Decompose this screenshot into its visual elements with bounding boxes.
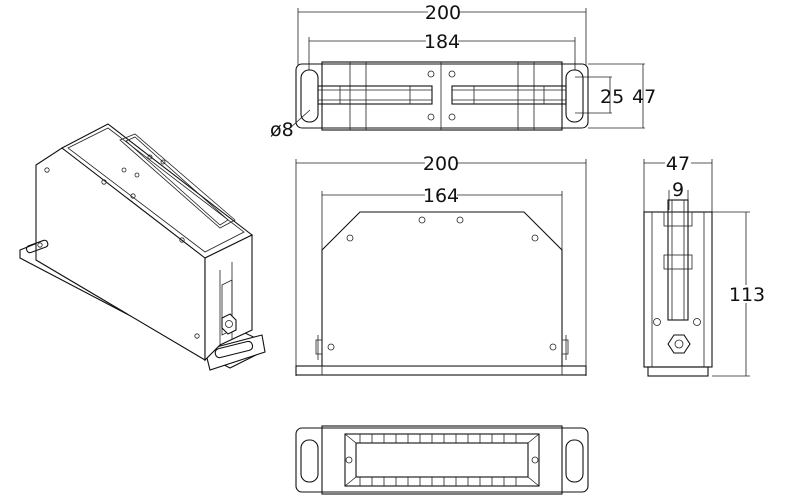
side-view: 47 9 113 [643, 153, 765, 377]
inner-height-dimension: 25 [600, 86, 624, 108]
body-width-dimension: 164 [423, 185, 459, 207]
hole-diameter-dimension: ø8 [270, 119, 294, 141]
side-height-dimension: 113 [729, 284, 765, 306]
isometric-view [19, 123, 266, 371]
slot-width-dimension: 9 [672, 179, 684, 201]
side-depth-dimension: 47 [666, 153, 690, 175]
front-view: 200 164 [295, 153, 587, 376]
top-view: 200 184 [270, 2, 656, 141]
top-width-dimension: 200 [425, 2, 461, 24]
outer-height-dimension: 47 [632, 86, 656, 108]
front-width-dimension: 200 [423, 153, 459, 175]
slot-spacing-dimension: 184 [424, 31, 460, 53]
bottom-view [295, 425, 589, 495]
